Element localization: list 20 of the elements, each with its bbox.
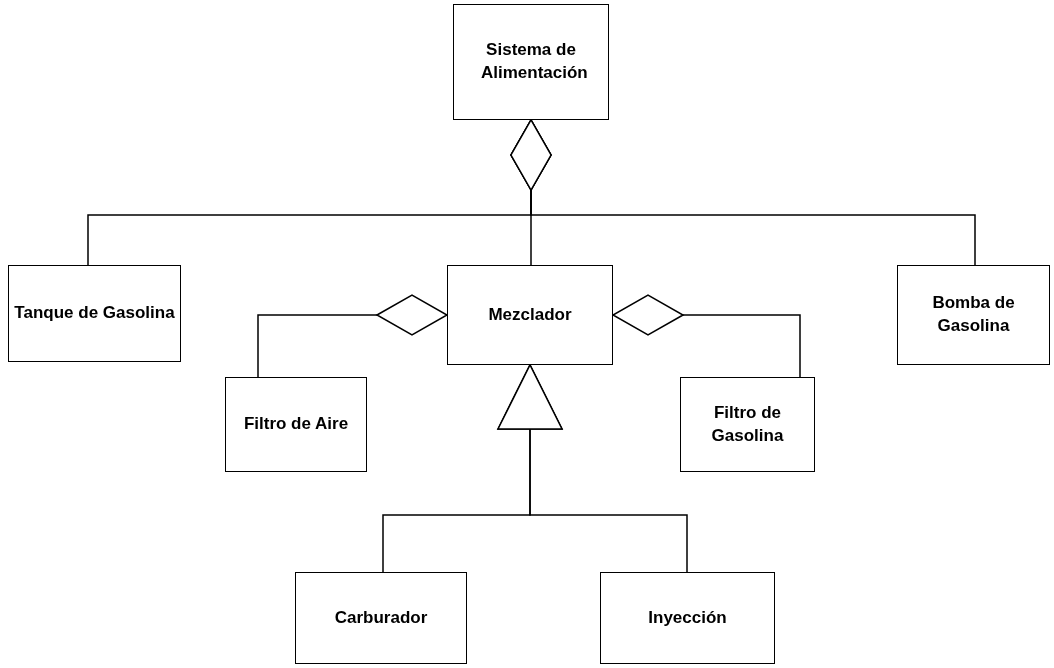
generalization-arrow (497, 364, 688, 573)
aggregation-connector (612, 294, 801, 378)
class-name: Sistema de Alimentación (480, 39, 585, 84)
class-name: Tanque de Gasolina (13, 302, 176, 325)
aggregation-connector (257, 294, 448, 378)
class-name: Filtro de Gasolina (710, 401, 785, 447)
class-box (8, 265, 181, 362)
class-name: Inyección (647, 606, 728, 629)
class-box (600, 572, 775, 664)
aggregation-connector (510, 119, 976, 266)
class-name: Carburador (333, 606, 429, 629)
class-box (680, 377, 815, 472)
class-box (897, 265, 1050, 365)
class-name: Filtro de Aire (242, 413, 350, 436)
class-box (225, 377, 367, 472)
class-box (295, 572, 467, 664)
class-box (453, 4, 609, 120)
class-name: Bomba de Gasolina (931, 292, 1016, 337)
class-box (447, 265, 613, 365)
class-name: Mezclador (487, 303, 573, 326)
